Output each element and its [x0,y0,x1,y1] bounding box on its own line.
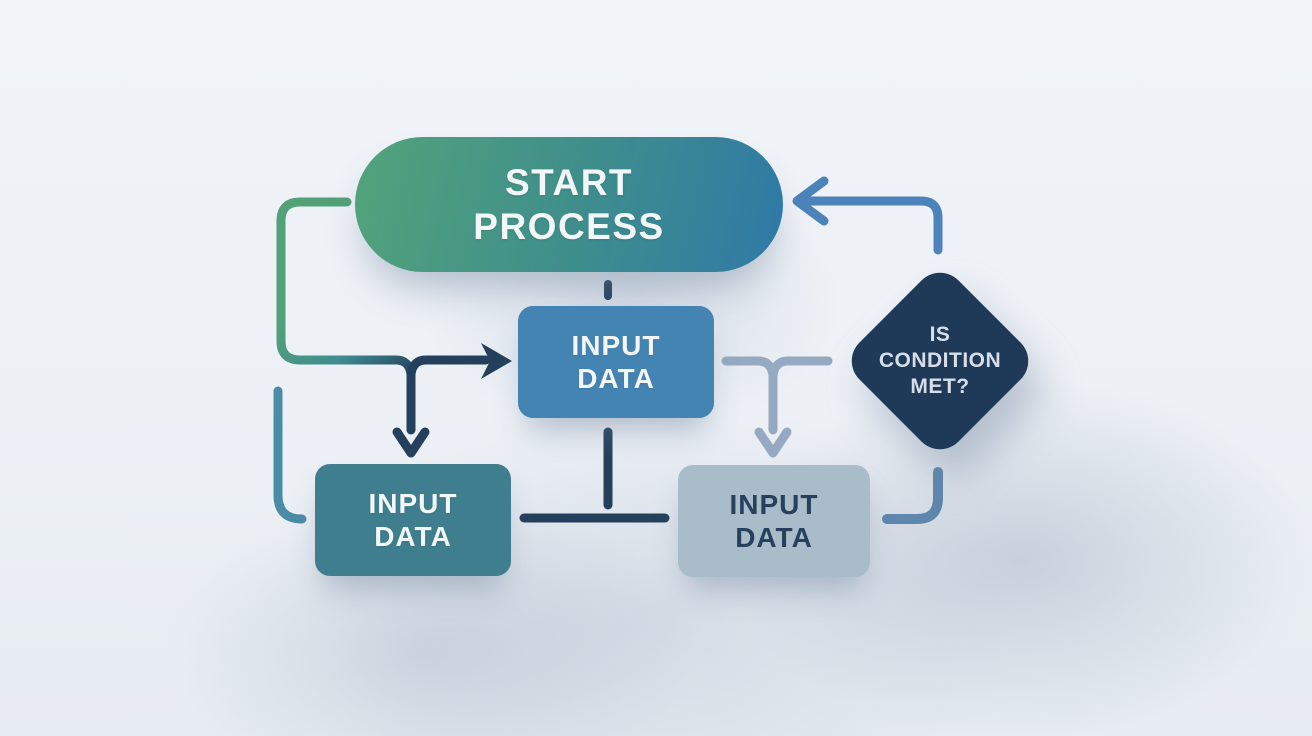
node-label-line: CONDITION [878,349,1002,372]
edge-junction-right-arrowhead [481,343,512,379]
node-is-condition-met: IS CONDITION MET? [841,262,1039,460]
node-label-line: INPUT [571,330,661,361]
edge-condition-j-curve [882,467,943,524]
node-label: IS CONDITION MET? [870,322,1010,400]
edge-fork-right-line [768,356,833,380]
edge-start-left-elbow [276,197,416,435]
node-label-line: DATA [577,363,655,394]
node-label-line: DATA [735,522,813,553]
edge-condition-loopback [794,196,943,255]
node-input-data-top: INPUT DATA [518,306,714,418]
node-label-line: IS [929,323,951,346]
edge-loopback-arrowhead [792,176,829,226]
node-condition-wrap: IS CONDITION MET? [841,262,1039,460]
node-label-line: INPUT [368,488,458,519]
edge-junction-arrow-right [406,355,491,379]
edge-fork-down-arrowhead [754,427,792,458]
node-label-line: PROCESS [473,205,665,247]
edge-input-left-curve-stub [273,386,307,524]
node-label-line: INPUT [729,489,819,520]
edge-fork-down [721,356,778,435]
edge-junction-down-arrowhead [392,427,430,458]
node-label-line: DATA [374,521,452,552]
node-label-line: START [504,161,634,203]
node-input-data-left: INPUT DATA [315,464,511,576]
node-input-data-right: INPUT DATA [678,465,870,577]
node-start-process: START PROCESS [355,137,783,272]
node-label-line: MET? [910,375,970,398]
